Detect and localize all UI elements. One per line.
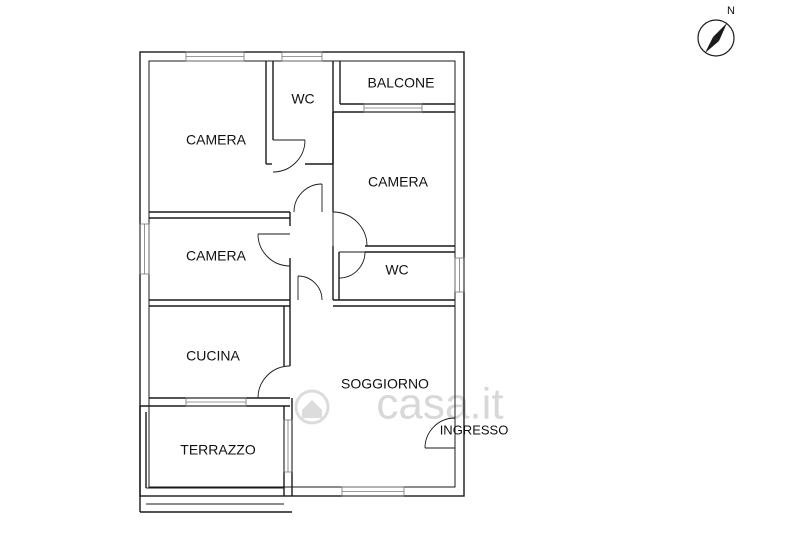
room-label-soggiorno: SOGGIORNO [341, 376, 429, 392]
north-compass: N [697, 5, 735, 57]
north-label: N [727, 5, 735, 17]
doors [257, 139, 456, 449]
room-labels: CAMERA WC BALCONE CAMERA CAMERA WC CUCIN… [180, 75, 508, 458]
room-label-ingresso: INGRESSO [440, 422, 509, 437]
room-label-camera-1: CAMERA [186, 132, 247, 148]
room-label-terrazzo: TERRAZZO [180, 442, 256, 458]
room-label-camera-3: CAMERA [186, 248, 247, 264]
windows [139, 51, 465, 497]
watermark-logo-icon [294, 389, 330, 425]
compass-needle-icon [713, 23, 727, 41]
room-label-cucina: CUCINA [186, 348, 240, 364]
room-label-wc-1: WC [291, 91, 314, 107]
room-label-balcone: BALCONE [368, 75, 435, 91]
compass-ring-icon [697, 19, 735, 57]
room-label-wc-2: WC [385, 262, 408, 278]
outer-walls [139, 51, 465, 497]
watermark: casa.it [294, 380, 504, 429]
watermark-text: casa.it [376, 380, 503, 429]
room-label-camera-2: CAMERA [368, 174, 429, 190]
